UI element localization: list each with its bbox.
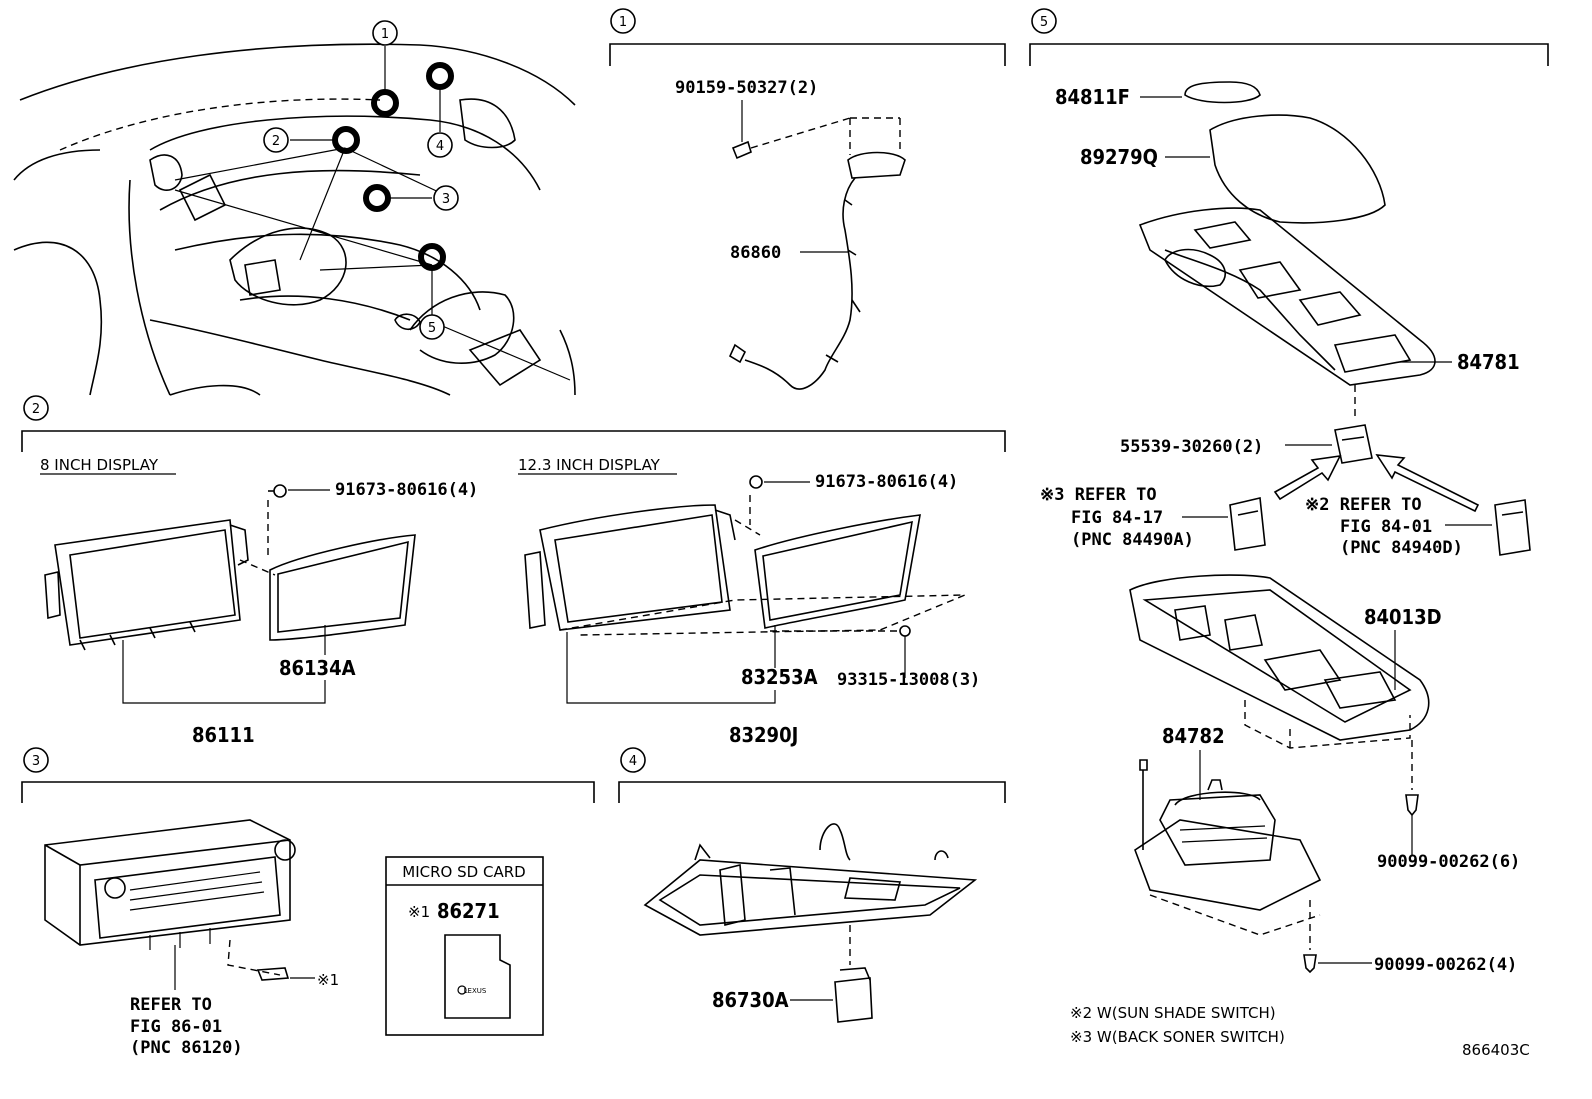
section-4-number: 4 — [629, 754, 637, 769]
section-1: 1 90159-50327(2) 86860 — [609, 8, 1006, 390]
part-84782: 84782 — [1162, 724, 1225, 748]
micro-sd-note-mark: ※1 — [408, 903, 430, 921]
ref-3-line-3: (PNC 84490A) — [1071, 530, 1194, 550]
refer-line-2: FIG 86-01 — [130, 1017, 222, 1037]
part-89279Q: 89279Q — [1080, 145, 1158, 169]
micro-sd-card-title: MICRO SD CARD — [402, 863, 525, 881]
part-86271: 86271 — [437, 899, 500, 923]
section-1-number: 1 — [619, 15, 627, 30]
refer-line-3: (PNC 86120) — [130, 1038, 243, 1058]
part-90099-00262-4: 90099-00262(4) — [1374, 955, 1517, 975]
section-3: 3 ※1 REFER TO FIG 86-01 (PNC 86120) MICR… — [21, 747, 595, 1058]
callout-3-label: 3 — [442, 192, 450, 207]
part-83290J: 83290J — [729, 723, 798, 747]
heading-12-3-inch-display: 12.3 INCH DISPLAY — [518, 456, 661, 474]
section-2-number: 2 — [32, 402, 40, 417]
sd-card-logo: LEXUS — [464, 987, 487, 995]
part-84811F: 84811F — [1055, 85, 1130, 109]
part-90159-50327: 90159-50327(2) — [675, 78, 818, 98]
ref-2-line-2: FIG 84-01 — [1340, 517, 1432, 537]
part-86730A: 86730A — [712, 988, 789, 1012]
part-91673-80616-right: 91673-80616(4) — [815, 472, 958, 492]
overview-callouts: 1 2 3 4 5 — [263, 20, 459, 340]
ref-3-line-1: ※3 REFER TO — [1040, 485, 1157, 505]
part-86134A: 86134A — [279, 656, 356, 680]
part-84013D: 84013D — [1364, 605, 1442, 629]
note-sun-shade-switch: ※2 W(SUN SHADE SWITCH) — [1070, 1004, 1276, 1022]
section-3-number: 3 — [32, 754, 40, 769]
ref-2-line-3: (PNC 84940D) — [1340, 538, 1463, 558]
callout-4-label: 4 — [436, 139, 444, 154]
ref-3-line-2: FIG 84-17 — [1071, 508, 1163, 528]
part-91673-80616-left: 91673-80616(4) — [335, 480, 478, 500]
section-5: 5 84811F 89279Q 84781 55539-30260(2) ※3 … — [1029, 8, 1549, 1059]
overview-leaders — [174, 46, 571, 381]
part-93315-13008: 93315-13008(3) — [837, 670, 980, 690]
part-90099-00262-6: 90099-00262(6) — [1377, 852, 1520, 872]
overview-hotspots — [332, 62, 454, 271]
callout-1-label: 1 — [381, 27, 389, 42]
part-84781: 84781 — [1457, 350, 1520, 374]
dashboard-overview-illustration — [13, 43, 576, 396]
figure-number: 866403C — [1462, 1041, 1530, 1059]
ref-2-line-1: ※2 REFER TO — [1305, 495, 1422, 515]
part-83253A: 83253A — [741, 665, 818, 689]
part-86860: 86860 — [730, 243, 781, 263]
note-mark-1: ※1 — [317, 971, 339, 989]
callout-2-label: 2 — [272, 134, 280, 149]
heading-8-inch-display: 8 INCH DISPLAY — [40, 456, 159, 474]
section-4: 4 86730A — [618, 747, 1006, 1023]
note-back-soner-switch: ※3 W(BACK SONER SWITCH) — [1070, 1028, 1285, 1046]
refer-line-1: REFER TO — [130, 995, 212, 1015]
part-55539-30260: 55539-30260(2) — [1120, 437, 1263, 457]
section-2: 2 8 INCH DISPLAY 12.3 INCH DISPLAY 91673… — [21, 395, 1006, 747]
part-86111: 86111 — [192, 723, 255, 747]
callout-5-label: 5 — [428, 321, 436, 336]
section-5-number: 5 — [1040, 15, 1048, 30]
